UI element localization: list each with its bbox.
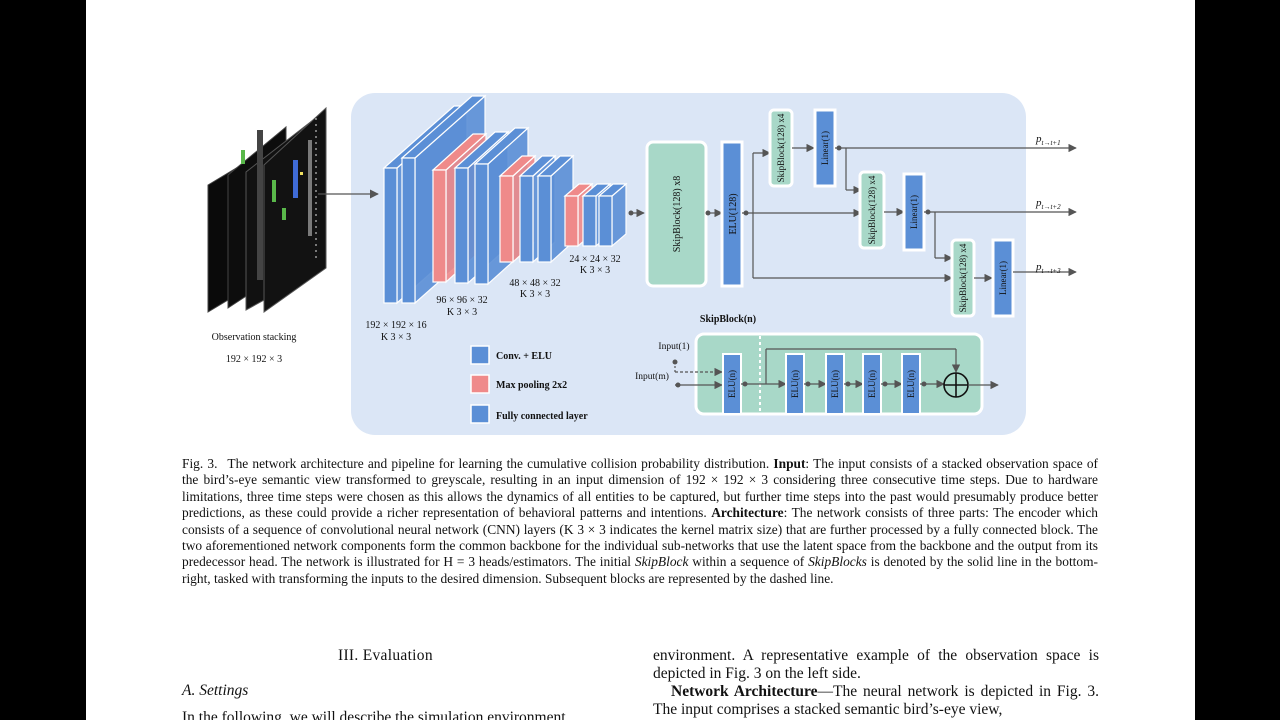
encoder-dim-2: 96 × 96 × 32 xyxy=(436,295,487,306)
skipblock-elu-label: ELU(n) xyxy=(830,370,840,398)
head-1-skip-label: SkipBlock(128) x4 xyxy=(776,113,786,182)
skipblock-elu-label: ELU(n) xyxy=(867,370,877,398)
head-1-linear-label: Linear(1) xyxy=(820,131,830,165)
encoder-slab xyxy=(499,175,514,263)
svg-text:pt→t+1: pt→t+1 xyxy=(1035,133,1061,147)
skipblock-elu-label: ELU(n) xyxy=(906,370,916,398)
observation-stack xyxy=(207,106,327,313)
encoder-kernel-2: K 3 × 3 xyxy=(447,307,477,318)
head-3-linear-label: Linear(1) xyxy=(998,261,1008,295)
main-elu xyxy=(720,140,744,288)
caption-label: Fig. 3. xyxy=(182,456,218,471)
skipblock-elu-units: ELU(n) ELU(n) ELU(n) ELU(n) ELU(n) xyxy=(722,353,945,415)
network-architecture-figure: Observation stacking 192 × 192 × 3 192 ×… xyxy=(207,93,1077,435)
skipblock-node xyxy=(921,381,927,387)
figure-caption: Fig. 3. The network architecture and pip… xyxy=(182,456,1098,586)
head-3-output: p xyxy=(1035,261,1042,273)
encoder-slab xyxy=(564,195,579,247)
encoder-dim-4: 24 × 24 × 32 xyxy=(569,254,620,265)
observation-dim: 192 × 192 × 3 xyxy=(226,354,282,365)
left-column-text: In the following, we will describe the s… xyxy=(182,709,566,720)
skipblock-node xyxy=(805,381,811,387)
legend-pool-swatch xyxy=(470,374,490,394)
skipblock-inputm: Input(m) xyxy=(635,371,669,382)
head-3-output-sub: t→t+3 xyxy=(1042,267,1062,275)
encoder-kernel-4: K 3 × 3 xyxy=(580,265,610,276)
skipblock-node xyxy=(882,381,888,387)
skipblock-elu-label: ELU(n) xyxy=(790,370,800,398)
encoder-kernel-3: K 3 × 3 xyxy=(520,289,550,300)
encoder-slab xyxy=(454,167,469,284)
skipblock-node xyxy=(845,381,851,387)
main-skipblock-label: SkipBlock(128) x8 xyxy=(672,176,683,252)
legend-pool-label: Max pooling 2x2 xyxy=(496,380,567,391)
right-column-text: environment. A representative example of… xyxy=(653,647,1099,719)
encoder-slab xyxy=(598,195,613,247)
head-3-linear xyxy=(991,238,1015,318)
section-heading: III. Evaluation xyxy=(338,647,433,664)
head-2-skipblock xyxy=(858,170,886,250)
encoder-slab xyxy=(537,175,552,263)
main-elu-label: ELU(128) xyxy=(728,193,739,234)
legend-conv-swatch xyxy=(470,345,490,365)
encoder-slab xyxy=(432,169,447,283)
observation-label: Observation stacking xyxy=(212,332,297,343)
encoder-kernel-1: K 3 × 3 xyxy=(381,332,411,343)
paper-page: Observation stacking 192 × 192 × 3 192 ×… xyxy=(86,0,1195,720)
head-1-output: p xyxy=(1035,133,1042,145)
head-2-linear-label: Linear(1) xyxy=(909,195,919,229)
encoder-slab xyxy=(582,195,597,247)
head-2-output: p xyxy=(1035,197,1042,209)
subsection-heading: A. Settings xyxy=(182,682,249,699)
head-1-output-sub: t→t+1 xyxy=(1042,139,1061,147)
skipblock-input1: Input(1) xyxy=(658,341,689,352)
head-2-skip-label: SkipBlock(128) x4 xyxy=(867,175,877,244)
encoder-cnn-layers xyxy=(382,94,628,305)
legend-fc-label: Fully connected layer xyxy=(496,411,588,422)
encoder-slab xyxy=(401,157,416,304)
right-paragraph-1: environment. A representative example of… xyxy=(653,647,1099,682)
legend-fc-swatch xyxy=(470,404,490,424)
svg-text:pt→t+3: pt→t+3 xyxy=(1035,261,1061,275)
head-2-output-sub: t→t+2 xyxy=(1042,203,1062,211)
encoder-slab xyxy=(474,163,489,285)
legend-conv-label: Conv. + ELU xyxy=(496,351,552,362)
encoder-dim-1: 192 × 192 × 16 xyxy=(365,320,426,331)
skipblock-elu-label: ELU(n) xyxy=(727,370,737,398)
encoder-dim-3: 48 × 48 × 32 xyxy=(509,278,560,289)
svg-text:pt→t+2: pt→t+2 xyxy=(1035,197,1061,211)
skipblock-node xyxy=(742,381,748,387)
encoder-slab xyxy=(383,167,398,304)
encoder-slab xyxy=(519,175,534,263)
head-3-skip-label: SkipBlock(128) x4 xyxy=(958,243,968,312)
skipblock-title: SkipBlock(n) xyxy=(700,314,756,325)
legend: Conv. + ELU Max pooling 2x2 Fully connec… xyxy=(470,345,588,424)
right-paragraph-2: Network Architecture—The neural network … xyxy=(653,683,1099,718)
